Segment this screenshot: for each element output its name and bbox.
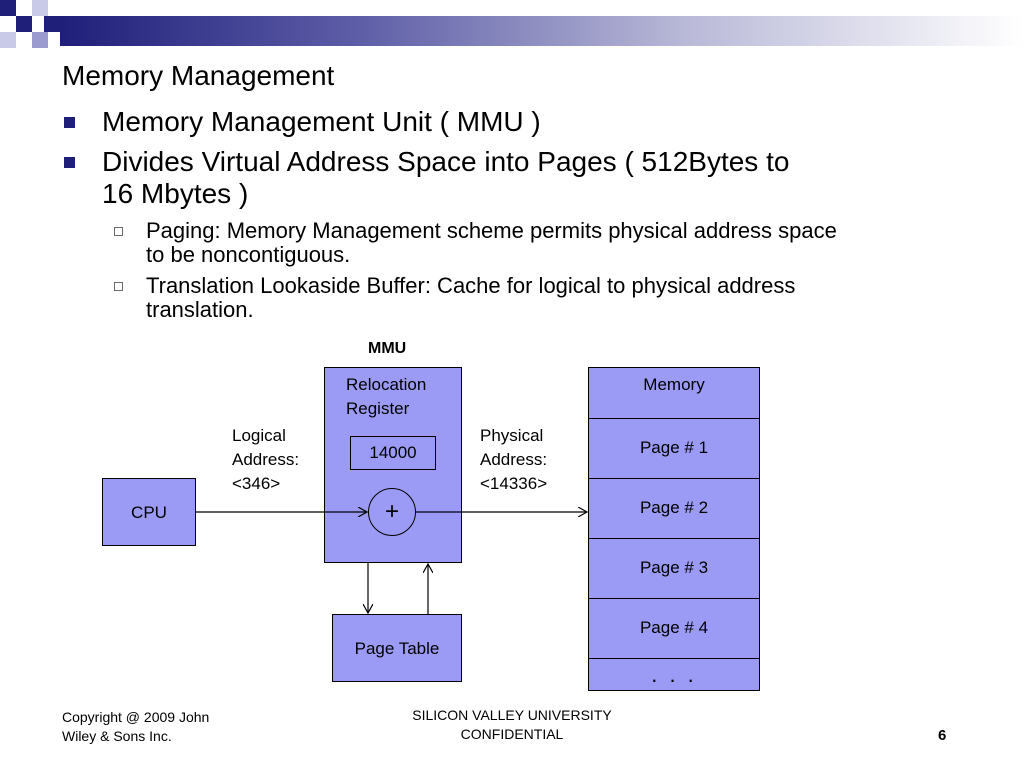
relocation-register-value: 14000 [350,436,436,470]
sub-bullet-text: translation. [146,297,254,322]
logical-address-label: Address: [232,450,300,469]
memory-page-label: Page # 2 [639,498,709,517]
memory-ellipsis: . . . [651,662,697,687]
logical-address-label: Logical [232,426,286,445]
memory-page: Page # 4 [589,598,759,658]
memory-page-label: Page # 1 [639,438,709,457]
footer-copyright-line: Wiley & Sons Inc. [62,728,172,744]
bullet-item: Divides Virtual Address Space into Pages… [64,146,1004,214]
logical-address-value: <346> [232,474,281,493]
relocation-register-label: Relocation [346,375,427,394]
memory-ellipsis-row: . . . [589,658,759,690]
header-gradient-bar [60,16,1024,46]
sub-bullet-text: Paging: Memory Management scheme permits… [146,218,837,243]
memory-page: Page # 1 [589,418,759,478]
plus-icon: + [384,498,399,525]
page-table-box: Page Table [332,614,462,682]
slide-title: Memory Management [62,60,335,91]
decor-square [16,16,32,32]
footer-copyright: Copyright @ 2009 John Wiley & Sons Inc. [62,708,209,746]
bullet-item: Memory Management Unit ( MMU ) [64,106,964,140]
slide-page-number: 6 [938,727,947,744]
page-table-label: Page Table [354,639,440,658]
memory-block: Memory Page # 1 Page # 2 Page # 3 Page #… [588,367,760,691]
square-bullet-icon [64,157,75,168]
memory-page: Page # 3 [589,538,759,598]
decor-square [44,16,60,32]
physical-address-label: Address: [480,450,548,469]
mmu-label: MMU [368,340,407,357]
bullet-text: Divides Virtual Address Space into Pages… [102,146,790,177]
bullet-text: Memory Management Unit ( MMU ) [102,106,541,137]
sub-bullet-item: Paging: Memory Management scheme permits… [114,219,1014,269]
hollow-square-bullet-icon [114,282,123,291]
hollow-square-bullet-icon [114,227,123,236]
memory-page-label: Page # 3 [639,558,709,577]
memory-page: Page # 2 [589,478,759,538]
sub-bullet-text: to be noncontiguous. [146,242,351,267]
sub-bullet-item: Translation Lookaside Buffer: Cache for … [114,274,1014,324]
decor-square [0,32,16,48]
footer-center-line: SILICON VALLEY UNIVERSITY [412,707,612,723]
sub-bullet-text: Translation Lookaside Buffer: Cache for … [146,273,796,298]
footer-copyright-line: Copyright @ 2009 John [62,709,210,725]
footer-confidential: SILICON VALLEY UNIVERSITY CONFIDENTIAL [380,706,644,744]
memory-header: Memory [643,375,705,394]
memory-page-label: Page # 4 [639,618,709,637]
adder-circle: + [368,488,416,536]
footer-center-line: CONFIDENTIAL [460,726,564,742]
physical-address-value: <14336> [480,474,548,493]
decor-square [0,0,16,16]
relocation-register-label: Register [346,399,410,418]
bullet-text: 16 Mbytes ) [102,178,249,209]
cpu-box: CPU [102,478,196,546]
physical-address-label: Physical [480,426,544,445]
square-bullet-icon [64,117,75,128]
decor-square [32,32,48,48]
cpu-label: CPU [131,503,167,522]
decor-square [32,0,48,16]
